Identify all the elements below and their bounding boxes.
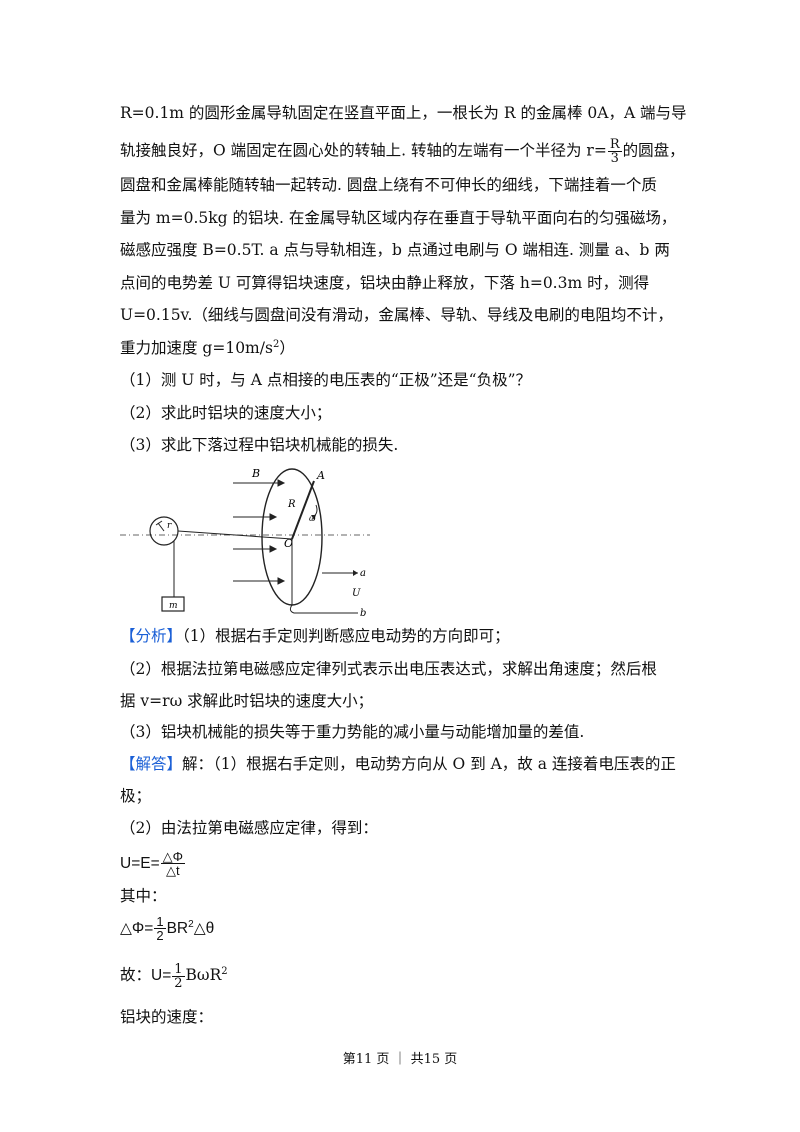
- problem-line-1: R=0.1m 的圆形金属导轨固定在竖直平面上，一根长为 R 的金属棒 0A，A …: [120, 104, 687, 122]
- problem-line-2-tail: 的圆盘，: [622, 141, 685, 160]
- problem-line-3: 圆盘和金属棒能随转轴一起转动. 圆盘上绕有不可伸长的细线，下端挂着一个质: [120, 176, 657, 194]
- eq3-lhs: U=: [151, 967, 172, 984]
- shaft: [177, 530, 293, 540]
- analysis-line-4: （3）铝块机械能的损失等于重力势能的减小量与动能增加量的差值.: [120, 723, 585, 741]
- label-A: A: [316, 469, 325, 482]
- disc-radius: [157, 522, 165, 532]
- label-a: a: [360, 568, 366, 579]
- eq2-denominator: 2: [156, 928, 164, 944]
- eq3-denominator: 2: [174, 975, 183, 991]
- closing-paren: ）: [279, 339, 295, 357]
- question-3: （3）求此下落过程中铝块机械能的损失.: [120, 436, 399, 454]
- solution-line-4: 其中：: [120, 887, 167, 905]
- problem-line-4: 量为 m=0.5kg 的铝块. 在金属导轨区域内存在垂直于导轨平面向右的匀强磁场…: [120, 209, 677, 227]
- eq2-numerator: 1: [154, 914, 166, 930]
- page-footer: 第11 页 ｜ 共15 页: [342, 1052, 458, 1067]
- metal-rod-OA: [291, 480, 315, 540]
- problem-line-5: 磁感应强度 B=0.5T. a 点与导轨相连，b 点通过电刷与 O 端相连. 测…: [120, 241, 670, 259]
- eq2-tail: △θ: [193, 920, 215, 937]
- eq3-sup: 2: [221, 965, 228, 977]
- mass-block: [161, 596, 185, 612]
- problem-line-2-text: 轨接触良好，O 端固定在圆心处的转轴上. 转轴的左端有一个半径为 r=: [120, 141, 607, 160]
- label-r: r: [167, 521, 172, 531]
- wire-b: [289, 604, 358, 614]
- analysis-tag: 【分析】: [120, 627, 183, 645]
- eq2-rhs: BR: [166, 920, 189, 937]
- solution-tag: 【解答】: [120, 755, 183, 773]
- solution-line-1: 【解答】解：（1）根据右手定则，电动势方向从 O 到 A，故 a 连接着电压表的…: [120, 754, 676, 774]
- analysis-line-3: 据 v=rω 求解此时铝块的速度大小；: [120, 692, 374, 710]
- label-omega: ω: [309, 514, 316, 523]
- label-U: U: [352, 588, 361, 599]
- analysis-line-2: （2）根据法拉第电磁感应定律列式表示出电压表达式，求解出角速度；然后根: [120, 660, 657, 678]
- gravity-text: 重力加速度 g=10m/s: [120, 339, 273, 357]
- eq3-rhs: BωR: [185, 966, 222, 984]
- physics-figure: r m B A R ω O a b U: [120, 467, 370, 617]
- eq2-lhs: △Φ=: [120, 920, 154, 937]
- eq1-lhs: U=E=: [120, 855, 160, 872]
- problem-line-6: 点间的电势差 U 可算得铝块速度，铝块由静止释放，下落 h=0.3m 时，测得: [120, 274, 650, 292]
- analysis-text-1: （1）根据右手定则判断感应电动势的方向即可；: [182, 627, 510, 645]
- solution-text-1: 解：（1）根据右手定则，电动势方向从 O 到 A，故 a 连接着电压表的正: [182, 755, 676, 773]
- fraction-denominator: 3: [610, 151, 619, 166]
- eq3-numerator: 1: [172, 961, 185, 977]
- analysis-line-1: 【分析】（1）根据右手定则判断感应电动势的方向即可；: [120, 626, 510, 646]
- solution-line-5: 铝块的速度：: [120, 1008, 214, 1026]
- fraction-numerator: R: [607, 137, 622, 152]
- field-arrows: [233, 479, 286, 585]
- question-2: （2）求此时铝块的速度大小；: [120, 404, 332, 422]
- question-1: （1）测 U 时，与 A 点相接的电压表的“正极”还是“负极”？: [120, 371, 532, 389]
- problem-line-8: 重力加速度 g=10m/s2）: [120, 338, 295, 358]
- eq1-denominator: △t: [166, 863, 180, 879]
- eq3-prefix: 故：: [120, 966, 152, 984]
- omega-arrowhead: [311, 515, 316, 520]
- label-R: R: [287, 499, 296, 510]
- label-B: B: [251, 467, 260, 480]
- solution-line-2: 极；: [120, 787, 152, 805]
- superscript: 2: [272, 338, 280, 350]
- eq1-numerator: △Φ: [160, 849, 186, 865]
- eq2-sup: 2: [188, 918, 194, 930]
- equation-1: U=E=△Φ△t: [120, 849, 186, 879]
- wire-a-arrow: [353, 570, 358, 576]
- label-b: b: [360, 608, 366, 617]
- solution-line-3: （2）由法拉第电磁感应定律，得到：: [120, 819, 378, 837]
- eq1-fraction: △Φ△t: [160, 849, 186, 879]
- disc-arrow: [155, 520, 163, 526]
- problem-line-7: U=0.15v.（细线与圆盘间没有滑动，金属棒、导轨、导线及电刷的电阻均不计，: [120, 306, 673, 324]
- label-O: O: [284, 537, 293, 550]
- label-m: m: [169, 601, 178, 611]
